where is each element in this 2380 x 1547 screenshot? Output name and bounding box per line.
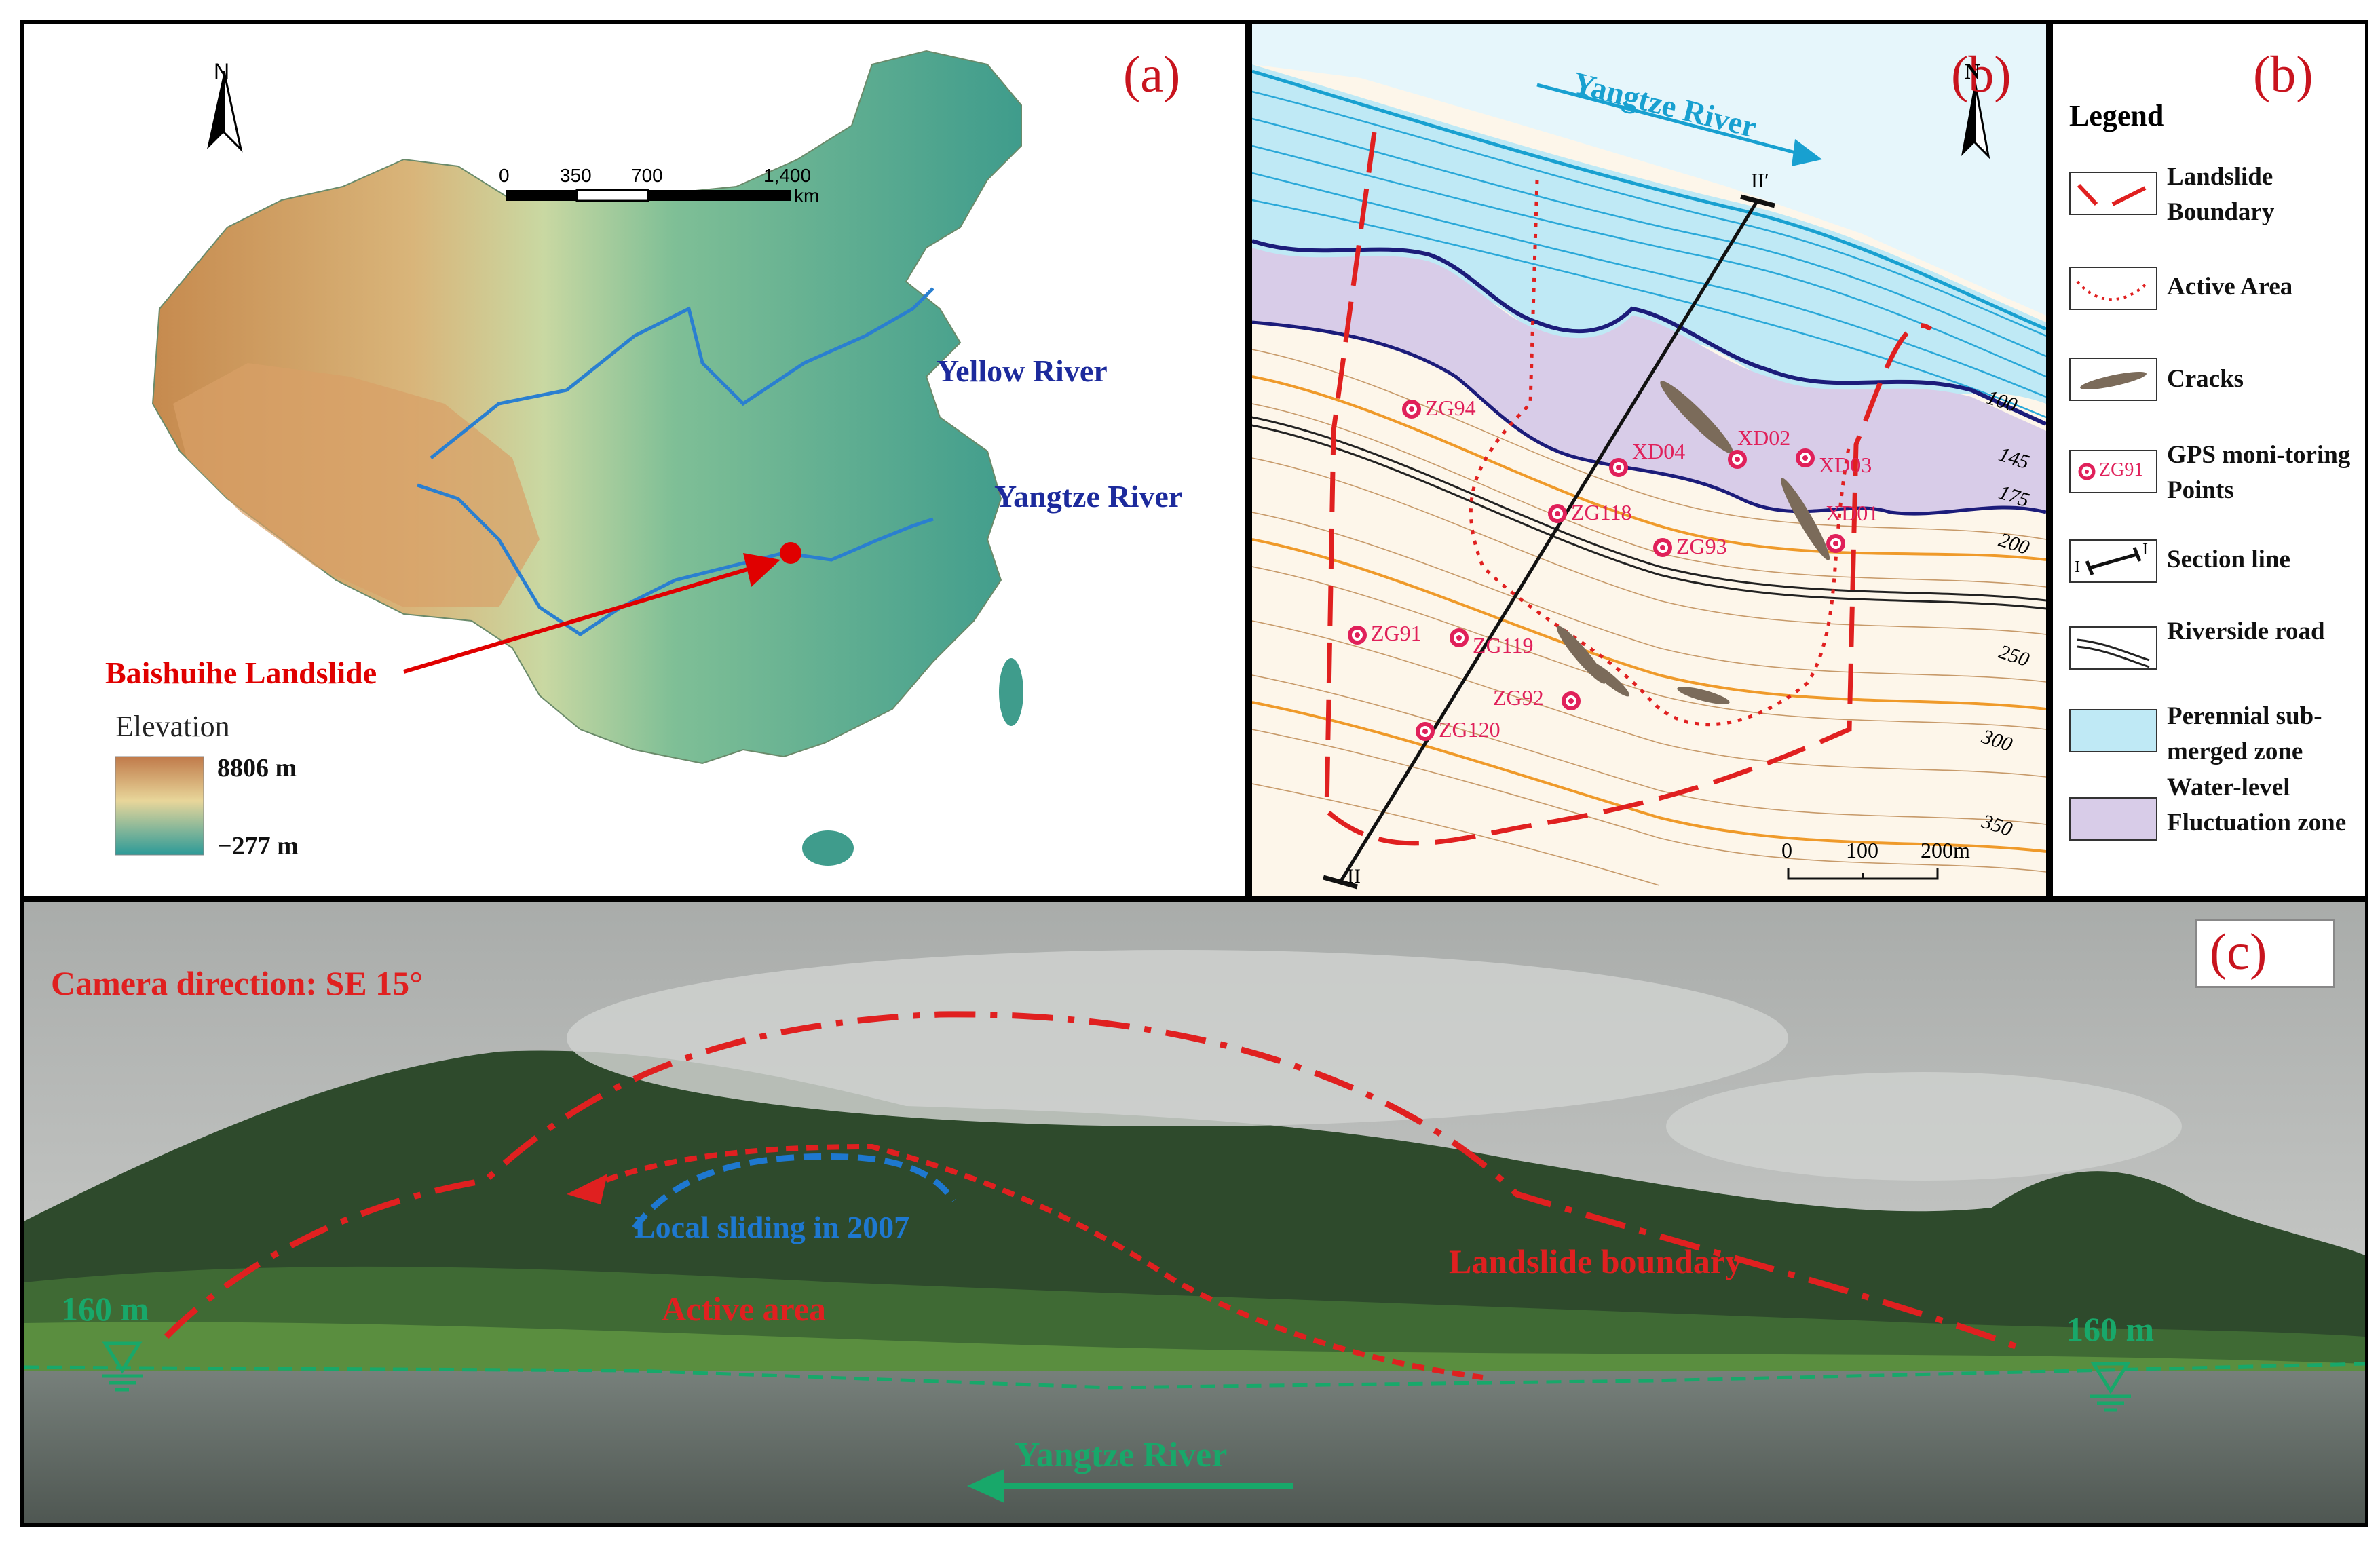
legend-label-cracks: Cracks — [2167, 365, 2244, 393]
yellow-river-label: Yellow River — [937, 354, 1108, 388]
legend-symbol-cracks — [2069, 358, 2157, 401]
panel-b-landslide-plan: (b) N Yangtze River II′ II ZG94 XD04 XD0… — [1249, 20, 2050, 899]
elevation-color-ramp — [115, 756, 204, 856]
yangtze-river-label: Yangtze River — [994, 479, 1183, 514]
baishuihe-landslide-label: Baishuihe Landslide — [105, 655, 377, 690]
legend-section-mark-b: I — [2142, 541, 2148, 558]
gps-label-zg119: ZG119 — [1473, 633, 1534, 657]
elevation-title: Elevation — [115, 710, 230, 743]
elevation-max: 8806 m — [217, 754, 297, 782]
north-label: N — [214, 59, 230, 83]
panel-letter-c: (c) — [2210, 923, 2267, 980]
scale-tick-700: 700 — [631, 165, 663, 186]
elevation-min: −277 m — [217, 832, 299, 860]
gps-label-xd01: XD01 — [1826, 501, 1879, 525]
scale-tick-0: 0 — [1781, 838, 1792, 862]
gps-label-zg92: ZG92 — [1493, 685, 1544, 710]
gps-label-zg94: ZG94 — [1425, 396, 1476, 420]
section-label-top: II′ — [1751, 170, 1769, 192]
local-sliding-label: Local sliding in 2007 — [635, 1210, 910, 1244]
gps-label-xd03: XD03 — [1819, 453, 1872, 477]
yangtze-river-photo-label: Yangtze River — [1015, 1436, 1228, 1474]
legend-label-fluctuation-zone: Water-level Fluctuation zone — [2167, 774, 2347, 837]
north-label: N — [1965, 59, 1981, 83]
legend-gps-sample-text: ZG91 — [2099, 459, 2144, 480]
legend-symbol-fluctuation-zone — [2069, 797, 2157, 841]
gps-label-xd02: XD02 — [1737, 425, 1791, 450]
china-elevation-map — [115, 50, 1023, 866]
camera-direction-label: Camera direction: SE 15° — [51, 964, 423, 1002]
legend-label-section-line: Section line — [2167, 546, 2290, 573]
legend-section-mark-a: I — [2075, 558, 2080, 576]
legend-label-active-area: Active Area — [2167, 273, 2293, 301]
scale-tick-200m: 200m — [1921, 838, 1970, 862]
gps-label-zg118: ZG118 — [1571, 500, 1632, 524]
landslide-location-dot — [780, 542, 801, 564]
scale-tick-100: 100 — [1846, 838, 1878, 862]
photo-landslide-boundary — [164, 1011, 2027, 1354]
legend-symbol-section-line: I I — [2069, 539, 2157, 583]
photo-local-sliding — [632, 1153, 956, 1230]
yangtze-river-line — [417, 483, 934, 637]
panel-c-landslide-photo: (c) Camera direction: SE 15° Local slidi… — [20, 899, 2368, 1527]
water-level-right-label: 160 m — [2066, 1310, 2155, 1348]
legend-label-landslide-boundary: Landslide Boundary — [2167, 163, 2275, 226]
section-line — [1338, 199, 1760, 883]
scale-tick-1400: 1,400 — [763, 165, 812, 186]
legend-label-gps: GPS moni-toring Points — [2167, 441, 2351, 504]
water-level-left-label: 160 m — [61, 1290, 149, 1328]
panel-a-china-map: (a) N 0 350 700 1,400 km Yellow River Ya… — [20, 20, 1249, 899]
legend-symbol-landslide-boundary — [2069, 172, 2157, 215]
legend-symbol-active-area — [2069, 267, 2157, 310]
active-area-line — [1469, 179, 1851, 727]
section-label-bottom: II — [1347, 865, 1361, 887]
legend-symbol-gps-point: ZG91 — [2069, 450, 2157, 493]
legend-title: Legend — [2069, 99, 2164, 132]
gps-label-zg93: ZG93 — [1676, 534, 1727, 558]
water-level-marker-right — [2090, 1362, 2131, 1412]
landslide-contour-map — [1252, 24, 2046, 890]
gps-label-zg120: ZG120 — [1439, 717, 1500, 742]
scale-tick-0: 0 — [499, 165, 510, 186]
scale-tick-350: 350 — [560, 165, 592, 186]
panel-letter-b: (b) — [1951, 46, 2011, 103]
gps-label-xd04: XD04 — [1632, 439, 1686, 463]
landslide-boundary-line — [1324, 132, 1933, 846]
panel-letter-b-legend: (b) — [2253, 46, 2313, 103]
photo-active-area — [586, 1143, 1484, 1380]
active-area-label: Active area — [662, 1290, 827, 1328]
panel-letter-a: (a) — [1123, 46, 1181, 103]
scale-unit: km — [794, 185, 820, 206]
yellow-river-line — [430, 287, 934, 459]
landslide-boundary-label: Landslide boundary — [1449, 1242, 1743, 1280]
legend-symbol-submerged-zone — [2069, 709, 2157, 752]
panel-letter-c-box: (c) — [2195, 919, 2335, 988]
legend-label-riverside-road: Riverside road — [2167, 617, 2325, 645]
panel-legend: Legend Landslide Boundary Active Area Cr… — [2050, 20, 2368, 899]
legend-symbol-riverside-road — [2069, 626, 2157, 670]
water-level-marker-left — [102, 1341, 143, 1392]
gps-label-zg91: ZG91 — [1371, 621, 1422, 645]
landslide-photo — [24, 902, 2365, 1523]
legend-label-submerged-zone: Perennial sub-merged zone — [2167, 702, 2322, 765]
